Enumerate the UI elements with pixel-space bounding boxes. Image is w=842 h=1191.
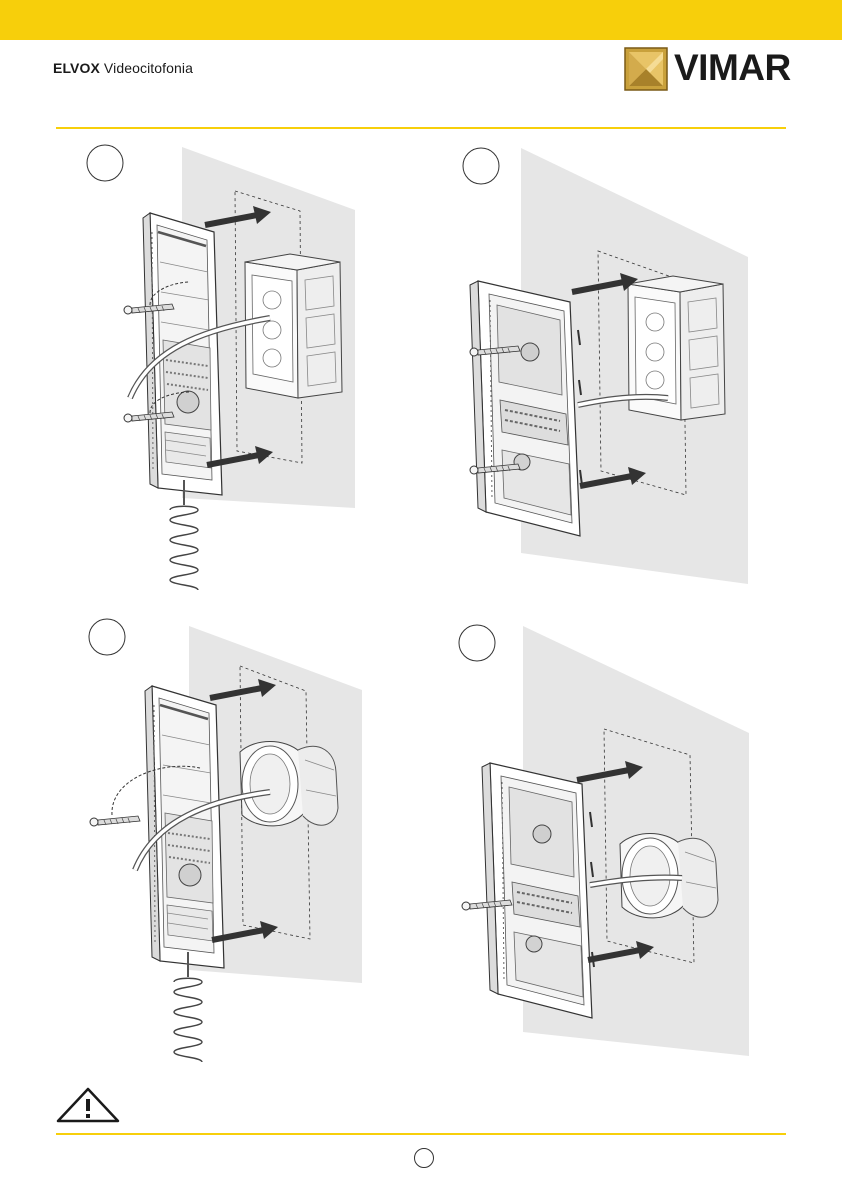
page-number-circle bbox=[414, 1148, 434, 1168]
figure-2 bbox=[463, 148, 748, 584]
figure-1-device bbox=[143, 213, 222, 495]
figure-3-device bbox=[145, 686, 224, 968]
footer-divider bbox=[56, 1133, 786, 1135]
figure-3-step-marker bbox=[89, 619, 125, 655]
figure-4-step-marker bbox=[459, 625, 495, 661]
figure-4 bbox=[459, 625, 749, 1056]
figure-2-step-marker bbox=[463, 148, 499, 184]
figure-3-flush-box bbox=[240, 742, 338, 826]
figure-3 bbox=[89, 619, 362, 1062]
figure-3-screw bbox=[90, 816, 140, 826]
figure-1-step-marker bbox=[87, 145, 123, 181]
figure-4-device bbox=[482, 763, 594, 1018]
warning-triangle-icon bbox=[55, 1087, 121, 1123]
figure-1 bbox=[87, 145, 355, 590]
figure-2-device bbox=[470, 281, 582, 536]
figure-1-flush-box bbox=[245, 254, 342, 398]
